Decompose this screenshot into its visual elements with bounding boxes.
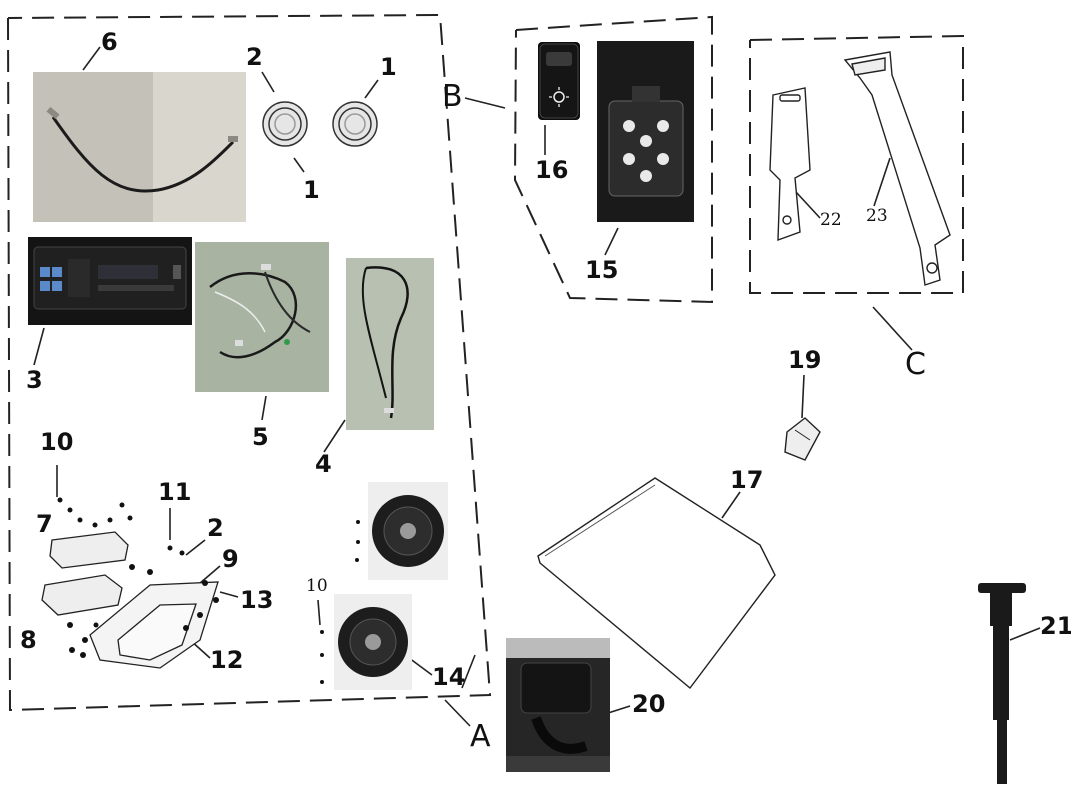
wiring-harness-photo — [195, 242, 329, 392]
leader-22 — [795, 191, 821, 219]
leader-19 — [801, 374, 805, 419]
battery-cable-photo — [33, 72, 246, 222]
callout-9: 9 — [222, 545, 239, 573]
callout-21: 21 — [1040, 612, 1071, 640]
leader-15 — [604, 227, 619, 256]
leader-4 — [323, 419, 346, 453]
leader-6 — [82, 46, 101, 71]
callout-13: 13 — [240, 586, 274, 614]
leader-1a — [364, 79, 379, 99]
radio-illustration — [28, 237, 192, 325]
callout-10-left: 10 — [40, 428, 74, 456]
wire-illustration — [346, 258, 434, 430]
leader-a — [444, 699, 471, 727]
group-label-a: A — [470, 719, 491, 754]
cable-illustration — [33, 72, 246, 222]
callout-2-top: 2 — [246, 43, 263, 71]
harness-illustration — [195, 242, 329, 392]
callout-12: 12 — [210, 646, 244, 674]
leader-14b — [461, 654, 476, 689]
callout-5: 5 — [252, 423, 269, 451]
callout-22: 22 — [820, 210, 842, 230]
leader-2b — [185, 539, 206, 556]
leader-13 — [219, 591, 239, 598]
group-a-boundary — [7, 13, 492, 712]
leader-23 — [873, 157, 891, 207]
rocker-switch-photo — [538, 42, 580, 120]
leader-1b — [293, 157, 305, 173]
leader-c — [872, 306, 913, 351]
callout-7: 7 — [36, 510, 53, 538]
callout-8: 8 — [20, 626, 37, 654]
callout-4: 4 — [315, 450, 332, 478]
led-work-light-photo — [597, 41, 694, 222]
callout-20: 20 — [632, 690, 666, 718]
callout-14: 14 — [432, 663, 466, 691]
leader-10b — [317, 599, 321, 626]
group-label-b: B — [442, 79, 463, 114]
head-unit-radio-photo — [28, 237, 192, 325]
installed-mount-photo — [506, 638, 610, 772]
leader-17 — [721, 491, 741, 519]
leader-b — [464, 97, 506, 109]
group-c-boundary — [749, 34, 964, 294]
callout-16: 16 — [535, 156, 569, 184]
callout-6: 6 — [101, 28, 118, 56]
installed-mount-illustration — [506, 638, 610, 772]
leader-21 — [1009, 627, 1041, 641]
group-label-c: C — [905, 347, 926, 382]
leader-9 — [191, 565, 221, 591]
speaker-top-illustration — [368, 482, 448, 580]
rocker-switch-illustration — [539, 43, 579, 119]
led-light-illustration — [597, 41, 694, 222]
callout-10-right: 10 — [306, 576, 328, 596]
callout-1-lower: 1 — [303, 176, 320, 204]
callout-1-right: 1 — [380, 53, 397, 81]
callout-17: 17 — [730, 466, 764, 494]
leader-2a — [261, 71, 275, 93]
callout-3: 3 — [26, 366, 43, 394]
callout-2-lower: 2 — [207, 514, 224, 542]
group-b-boundary — [513, 15, 713, 304]
leader-5 — [261, 395, 267, 421]
callout-19: 19 — [788, 346, 822, 374]
callout-15: 15 — [585, 256, 619, 284]
leader-12 — [189, 639, 211, 659]
callout-23: 23 — [866, 206, 888, 226]
wire-lead-photo — [346, 258, 434, 430]
leader-3 — [33, 327, 45, 366]
speaker-top-photo — [368, 482, 448, 580]
speaker-bottom-photo — [334, 594, 412, 690]
callout-11: 11 — [158, 478, 192, 506]
speaker-bottom-illustration — [334, 594, 412, 690]
